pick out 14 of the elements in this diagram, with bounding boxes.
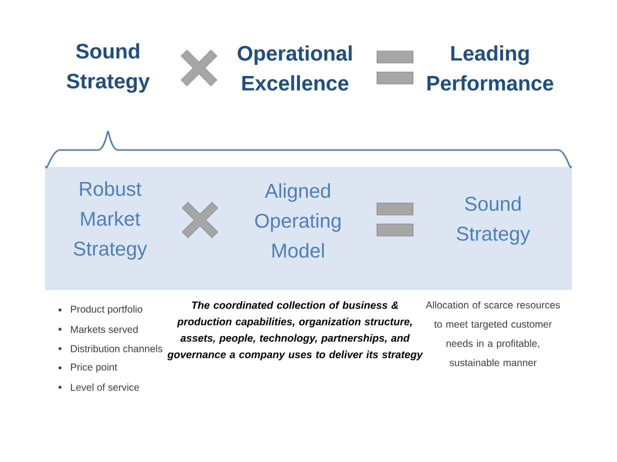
description-text: Allocation of scarce resources to meet targeted customer needs in a profitable, sustainable manner [426,301,560,366]
bullet-text: Price point [71,363,118,373]
bullet-text: Markets served [71,326,138,333]
term-text: Sound Strategy [456,196,530,245]
heading-text: Sound Strategy [66,43,150,93]
term-text: Aligned Operating Model [255,183,340,258]
term-text: Robust Market Strategy [74,181,148,260]
heading-text: Operational Excellence [238,45,352,91]
bullet-text: Distribution channels [71,344,162,352]
definition-text: The coordinated collection of business & production capabilities, organization structure, assets, people, technology, partnerships, and governance a company uses to deliver its strategy [167,301,424,360]
heading-text: Leading Performance [427,45,554,91]
bullet-text: Product portfolio [71,305,142,315]
band-panel [45,167,572,290]
bullet-text: Level of service [71,384,139,391]
